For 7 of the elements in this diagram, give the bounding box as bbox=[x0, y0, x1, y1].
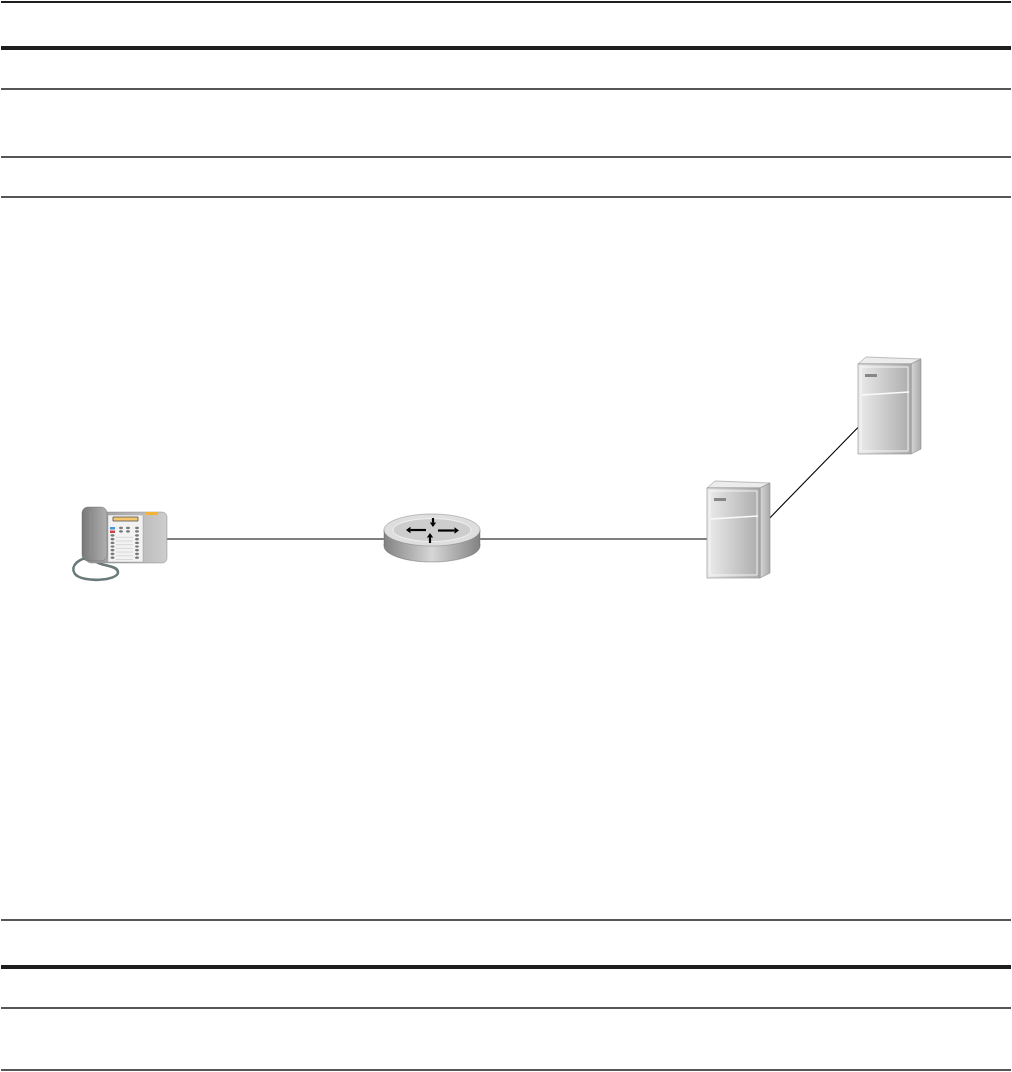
connection-line bbox=[769, 426, 859, 519]
router bbox=[383, 513, 481, 563]
connection-line bbox=[166, 538, 385, 540]
server bbox=[857, 356, 922, 455]
desk-phone bbox=[72, 506, 168, 582]
connection-line bbox=[479, 538, 708, 540]
server bbox=[706, 480, 771, 579]
